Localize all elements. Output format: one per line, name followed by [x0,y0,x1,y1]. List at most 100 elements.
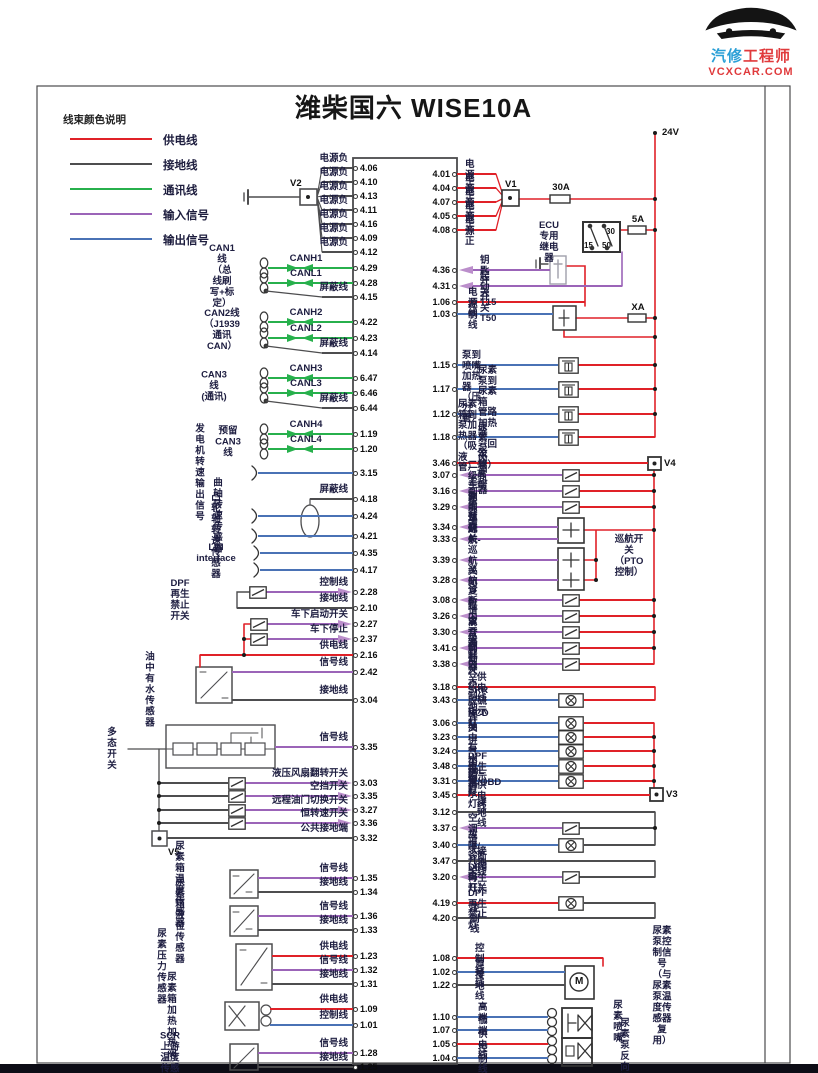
wire-label: CANH2 [289,307,323,318]
pin-marker [352,319,358,325]
heater-icon [558,428,579,451]
wire [258,891,353,893]
pin-marker [352,294,358,300]
pin-number: 1.32 [360,965,378,975]
junction-dot [651,527,657,533]
pin-number: 3.43 [432,695,450,705]
device-label: 尿素喷嘴 [613,1000,623,1044]
wire-label: 电源正 [465,215,475,247]
wire-label: 电源负 [319,237,348,248]
wire-label: 巡航复位 [468,565,478,608]
wire [167,837,353,839]
pin-marker [352,793,358,799]
wire [584,765,654,767]
wire-label: 信号线 [319,657,348,668]
wire [322,352,353,354]
pin-marker [451,504,457,510]
wire [232,671,353,673]
wire [258,929,353,931]
can-arrow-icon [302,264,313,272]
signal-arrow-icon [459,823,473,832]
pin-number: 6.46 [360,388,378,398]
wire-label: 缸内一级制动开关 [468,649,478,734]
pin-marker [352,265,358,271]
wire [457,860,655,862]
wire [578,436,655,438]
pin-number: 1.12 [432,409,450,419]
wire [272,969,353,971]
junction-dot [652,362,658,368]
pin-number: 3.48 [432,761,450,771]
signal-arrow-icon [459,643,473,652]
signal-arrow-icon [459,627,473,636]
wire [473,269,550,271]
pin-marker [451,557,457,563]
signal-arrow-icon [459,555,473,564]
legend-item-label: 通讯线 [163,185,198,197]
wire [270,1024,353,1026]
device-label: 尿素压力传感器 [157,928,167,1006]
pin-marker [352,636,358,642]
pin-number: 4.31 [432,281,450,291]
pin-number: 4.08 [432,225,450,235]
wire [258,915,353,917]
label-24v: 24V [662,127,679,138]
signal-arrow-icon [459,265,473,274]
pin-number: 3.06 [432,718,450,728]
connector-v2-label: V2 [290,178,302,189]
legend-line-sample [70,163,152,165]
pin-number: 3.15 [360,468,378,478]
wire [473,506,562,508]
wire-label: 故障/诊断（闪码灯） [468,830,488,894]
wire-label: 恒转速开关 [300,808,348,819]
junction-dot [241,652,247,658]
device-label: 巡航开关 （PTO控制） [614,534,644,578]
wire [266,623,338,625]
pin-number: 4.22 [360,317,378,327]
wire [457,229,496,231]
wire-label: 电源线 [468,287,478,319]
wire-label: 供电线 [319,640,348,651]
pin-marker [451,1041,457,1047]
pin-number: 2.27 [360,619,378,629]
pin-number: 1.08 [432,953,450,963]
wire-label: 供电线 [477,780,487,812]
wire-label: 泵到喷嘴加热器（压力管） [462,350,482,424]
wire-label: 公共接地端 [300,823,348,834]
can-arrow-icon [287,334,298,342]
wire [272,983,353,985]
pin-marker [451,613,457,619]
pin-marker [352,375,358,381]
wire [473,876,562,878]
pin-marker [451,900,457,906]
pin-marker [352,621,358,627]
pin-number: 4.07 [432,197,450,207]
connector-v1-label: V1 [505,179,517,190]
junction-dot [652,825,658,831]
wire [272,955,353,957]
pin-number: 6.44 [360,403,378,413]
wire-label: NCD灯 [468,708,489,730]
can-arrow-icon [302,334,313,342]
device-label: ECU专用继电器 [538,220,560,264]
wire-label: 电源负 [319,209,348,220]
wire-label: CANH4 [289,419,323,430]
wire-label: 空调请求开关 [468,813,478,877]
wire-label: 屏蔽线 [319,338,348,349]
wire-label: 副刹车开关 [468,492,478,545]
pin-number: 3.35 [360,742,378,752]
junction-dot [156,780,162,786]
wire-label: 控制线 [470,903,480,935]
wire [322,195,353,197]
pin-marker [451,1027,457,1033]
wire [579,647,654,649]
junction-dot [652,130,658,136]
device-label: LIN interface [196,542,236,564]
switch-icon [250,617,268,636]
pin-number: 1.09 [360,1004,378,1014]
junction-dot [651,472,657,478]
wire [473,647,562,649]
wire-label: 信号线 [319,1038,348,1049]
wire [457,811,655,813]
pin-number: 3.33 [432,534,450,544]
